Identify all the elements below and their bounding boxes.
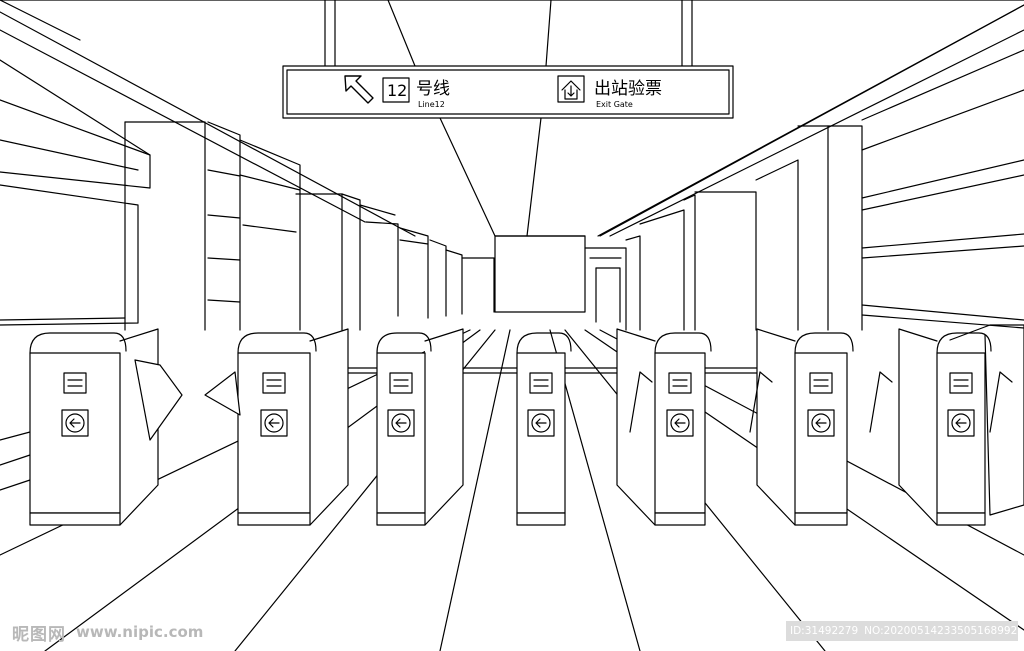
card-reader [262, 372, 286, 394]
gate-side-panel [756, 328, 796, 526]
line-label-zh: 号线 [416, 79, 450, 99]
card-reader [529, 372, 553, 394]
gate-top-cap [794, 332, 854, 354]
gate-base [794, 512, 848, 526]
gate-base [516, 512, 566, 526]
tripod-arm [989, 371, 1013, 433]
arrow-left-circle-icon [61, 409, 89, 437]
gate-flap [204, 371, 241, 416]
gate-top-cap [237, 332, 317, 354]
card-reader [668, 372, 692, 394]
gate-base [376, 512, 426, 526]
card-reader [949, 372, 973, 394]
gate-base [237, 512, 311, 526]
line-label-en: Line12 [418, 100, 445, 109]
turnstile-gate [898, 328, 992, 526]
arrow-left-circle-icon [387, 409, 415, 437]
tripod-arm [869, 371, 893, 433]
gate-side-panel [616, 328, 656, 526]
gate-front-panel [237, 352, 311, 514]
gate-front-panel [516, 352, 566, 514]
back-wall [494, 209, 685, 331]
gate-top-cap [516, 332, 572, 354]
exit-sign: 12 号线 Line12 出站验票 Exit Gate [282, 65, 734, 119]
watermark-no: NO:20200514233505168992 [864, 625, 1018, 637]
gate-side-panel [424, 328, 464, 526]
gate-base [654, 512, 706, 526]
gate-flap [134, 359, 183, 441]
line-number: 12 [387, 81, 407, 100]
turnstile-gate [237, 328, 349, 526]
card-reader [809, 372, 833, 394]
left-wall [0, 59, 495, 491]
watermark-left: 昵图网 www.nipic.com [12, 622, 204, 645]
gate-top-cap [29, 332, 127, 354]
gate-top-cap [936, 332, 992, 354]
right-wall [599, 4, 1024, 331]
arrow-left-circle-icon [527, 409, 555, 437]
ticket-gate-row [29, 328, 1013, 526]
gate-front-panel [654, 352, 706, 514]
exit-label-en: Exit Gate [596, 100, 633, 109]
tripod-arm [629, 371, 653, 433]
card-reader [389, 372, 413, 394]
line-number-box [382, 77, 410, 103]
arrow-left-circle-icon [666, 409, 694, 437]
turnstile-gate [756, 328, 854, 526]
gate-base [29, 512, 121, 526]
watermark-brand: 昵图网 [12, 624, 66, 645]
exit-label-zh: 出站验票 [594, 79, 662, 99]
turnstile-gate [29, 328, 159, 526]
gate-top-cap [654, 332, 712, 354]
turnstile-gate [616, 328, 712, 526]
arrow-up-left-icon [344, 75, 374, 104]
gate-front-panel [376, 352, 426, 514]
gate-base [936, 512, 986, 526]
watermark-id: ID:31492279 [790, 625, 859, 637]
exit-house-icon [557, 75, 585, 103]
arrow-left-circle-icon [807, 409, 835, 437]
turnstile-gate [516, 332, 572, 526]
right-booth [949, 324, 1024, 516]
gate-front-panel [29, 352, 121, 514]
watermark-url: www.nipic.com [76, 623, 204, 641]
gate-front-panel [794, 352, 848, 514]
arrow-left-circle-icon [260, 409, 288, 437]
gate-side-panel [898, 328, 938, 526]
turnstile-gate [376, 328, 464, 526]
tripod-arm [749, 371, 773, 433]
gate-side-panel [309, 328, 349, 526]
ceiling [0, 0, 1024, 237]
gate-top-cap [376, 332, 432, 354]
card-reader [63, 372, 87, 394]
gate-front-panel [936, 352, 986, 514]
watermark-id-bar: ID:31492279 NO:20200514233505168992 [786, 621, 1018, 641]
arrow-left-circle-icon [947, 409, 975, 437]
